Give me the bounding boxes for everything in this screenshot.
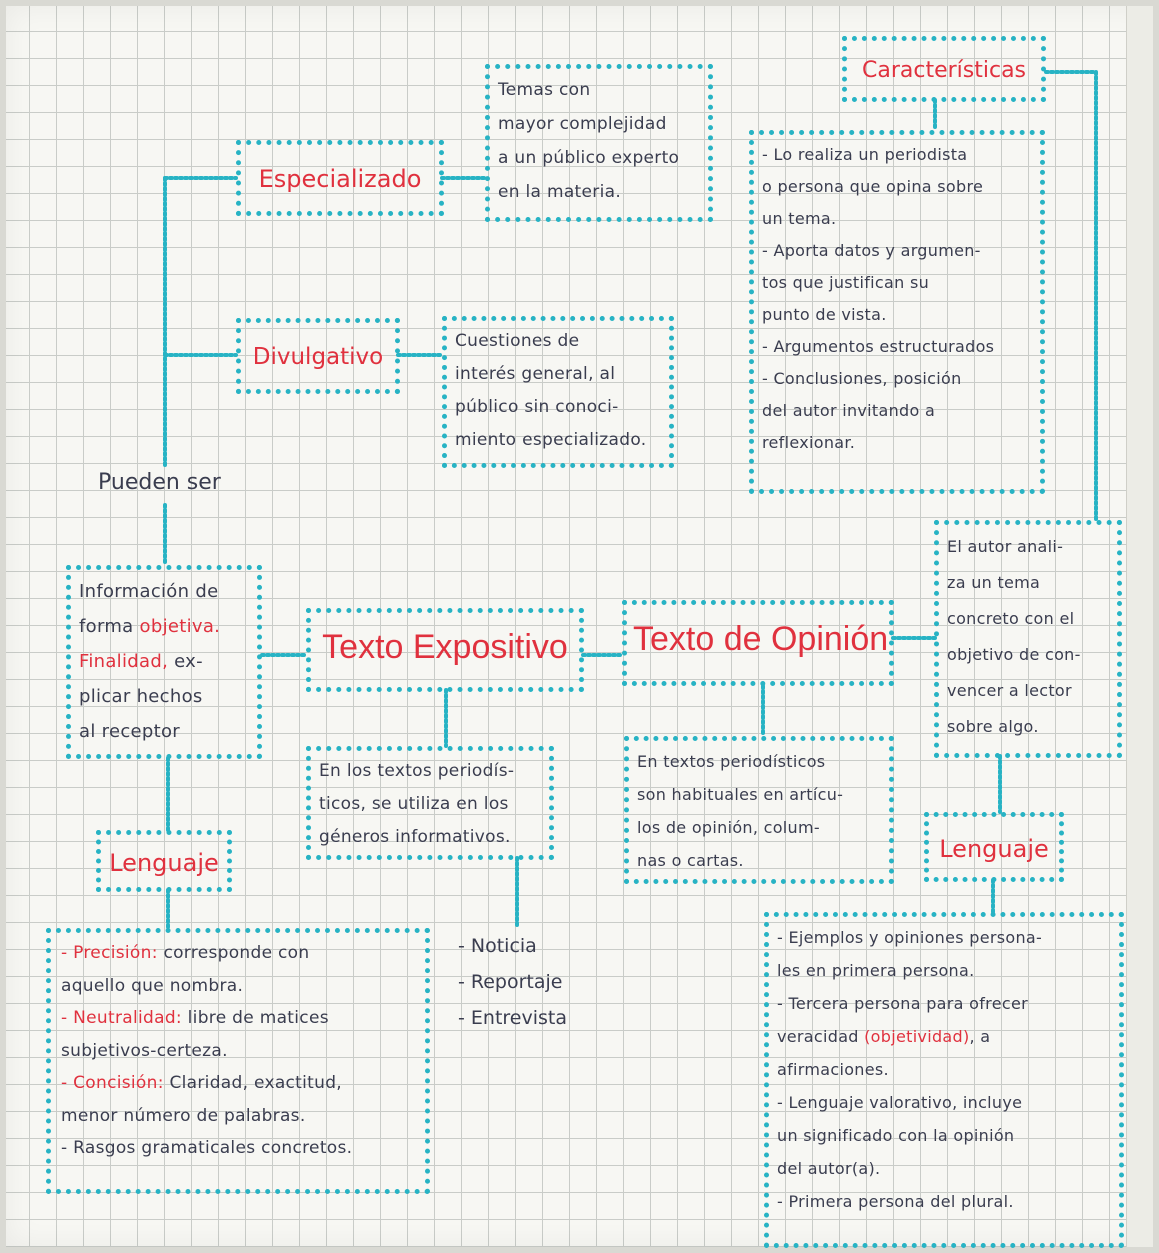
texto-opinion-title: Texto de Opinión	[633, 620, 889, 658]
genero-item: - Noticia	[458, 935, 537, 957]
especializado-desc-line: a un público experto	[498, 148, 680, 168]
divulgativo-label: Divulgativo	[252, 344, 384, 370]
caracteristica-line: reflexionar.	[762, 433, 856, 452]
lenguaje-right-line: un significado con la opinión	[777, 1126, 1015, 1145]
opinion-periodisticos-line: son habituales en artícu-	[637, 785, 844, 804]
lenguaje-left-label: Lenguaje	[109, 849, 219, 877]
lenguaje-left-item: - Precisión: corresponde con	[61, 937, 415, 970]
divulgativo-desc-line: miento especializado.	[455, 430, 647, 450]
lenguaje-right-line: - Ejemplos y opiniones persona-	[777, 928, 1043, 947]
lenguaje-left-item: subjetivos-certeza.	[61, 1040, 228, 1061]
neutralidad-text: libre de matices	[187, 1008, 329, 1028]
lenguaje-left-item: - Rasgos gramaticales concretos.	[61, 1138, 353, 1158]
lenguaje-right-line: - Lenguaje valorativo, incluye	[777, 1093, 1023, 1112]
concision-text: Claridad, exactitud,	[169, 1073, 343, 1093]
pueden-ser-label: Pueden ser	[98, 470, 221, 495]
opinion-periodisticos-box: En textos periodísticos son habituales e…	[624, 736, 894, 884]
especializado-desc-line: mayor complejidad	[498, 114, 667, 134]
expositivo-periodisticos-line: ticos, se utiliza en los	[319, 794, 509, 814]
divulgativo-desc-box: Cuestiones de interés general, al públic…	[442, 316, 674, 468]
lenguaje-right-box: Lenguaje	[924, 812, 1064, 882]
precision-term: - Precisión:	[61, 943, 158, 963]
caracteristica-line: un tema.	[762, 209, 837, 228]
opinion-periodisticos-line: los de opinión, colum-	[637, 818, 820, 837]
caracteristicas-list-box: - Lo realiza un periodista o persona que…	[749, 130, 1045, 494]
notebook-edge	[1126, 6, 1153, 1247]
opinion-periodisticos-line: En textos periodísticos	[637, 752, 826, 771]
finalidad-highlight: Finalidad,	[79, 651, 169, 672]
objetividad-highlight: (objetividad)	[864, 1027, 970, 1046]
lenguaje-right-list-box: - Ejemplos y opiniones persona- les en p…	[764, 912, 1124, 1248]
lenguaje-left-item: - Concisión: Claridad, exactitud,	[61, 1067, 415, 1100]
expositivo-info-box: Información de forma objetiva. Finalidad…	[66, 565, 262, 759]
connector-caract-right	[1044, 70, 1098, 522]
divulgativo-desc-line: interés general, al	[455, 364, 616, 384]
expositivo-info-line: Finalidad, ex-	[79, 651, 203, 672]
genero-item: - Entrevista	[458, 1007, 567, 1029]
lenguaje-right-label: Lenguaje	[939, 835, 1049, 863]
objetiva-highlight: objetiva.	[139, 616, 221, 637]
lenguaje-left-item: - Neutralidad: libre de matices	[61, 1002, 415, 1035]
opinion-def-line: za un tema	[947, 573, 1041, 592]
expositivo-periodisticos-box: En los textos periodís- ticos, se utiliz…	[306, 746, 554, 860]
opinion-def-box: El autor anali- za un tema concreto con …	[934, 520, 1122, 758]
opinion-def-line: vencer a lector	[947, 681, 1072, 700]
genero-item: - Reportaje	[458, 971, 563, 993]
texto-expositivo-title: Texto Expositivo	[322, 628, 568, 666]
expositivo-periodisticos-line: géneros informativos.	[319, 827, 511, 847]
opinion-periodisticos-line: nas o cartas.	[637, 851, 744, 870]
generos-informativos-list: - Noticia - Reportaje - Entrevista	[458, 928, 567, 1036]
especializado-box: Especializado	[236, 140, 444, 216]
expositivo-periodisticos-line: En los textos periodís-	[319, 761, 515, 781]
caracteristica-line: - Aporta datos y argumen-	[762, 241, 981, 260]
opinion-def-line: concreto con el	[947, 609, 1075, 628]
neutralidad-term: - Neutralidad:	[61, 1008, 182, 1028]
lenguaje-left-item: menor número de palabras.	[61, 1105, 306, 1126]
expositivo-info-line: Información de	[79, 581, 219, 602]
lenguaje-right-line: afirmaciones.	[777, 1060, 889, 1079]
caracteristica-line: del autor invitando a	[762, 401, 936, 420]
concision-term: - Concisión:	[61, 1073, 164, 1093]
texto-opinion-box: Texto de Opinión	[622, 600, 894, 686]
divulgativo-box: Divulgativo	[236, 318, 400, 394]
caracteristica-line: tos que justifican su	[762, 273, 930, 292]
lenguaje-right-line: les en primera persona.	[777, 961, 975, 980]
opinion-def-line: sobre algo.	[947, 717, 1039, 736]
precision-text: corresponde con	[163, 943, 310, 963]
expositivo-info-line: al receptor	[79, 721, 180, 742]
opinion-def-line: El autor anali-	[947, 537, 1064, 556]
texto-expositivo-box: Texto Expositivo	[306, 608, 584, 692]
opinion-def-line: objetivo de con-	[947, 645, 1081, 664]
caracteristica-line: - Lo realiza un periodista	[762, 145, 968, 164]
caracteristica-line: punto de vista.	[762, 305, 887, 324]
lenguaje-left-item: aquello que nombra.	[61, 975, 244, 996]
divulgativo-desc-line: público sin conoci-	[455, 397, 619, 417]
especializado-desc-box: Temas con mayor complejidad a un público…	[485, 64, 713, 222]
lenguaje-right-line: - Tercera persona para ofrecer	[777, 994, 1028, 1013]
expositivo-info-line: forma objetiva.	[79, 616, 221, 637]
lenguaje-left-box: Lenguaje	[96, 830, 232, 892]
caracteristicas-label: Características	[861, 58, 1027, 83]
expositivo-info-line: plicar hechos	[79, 686, 203, 707]
caracteristica-line: - Conclusiones, posición	[762, 369, 962, 388]
lenguaje-right-line: - Primera persona del plural.	[777, 1192, 1014, 1211]
especializado-desc-line: Temas con	[498, 80, 591, 100]
especializado-label: Especializado	[258, 165, 422, 193]
especializado-desc-line: en la materia.	[498, 182, 622, 202]
divulgativo-desc-line: Cuestiones de	[455, 331, 580, 351]
lenguaje-right-line: veracidad (objetividad), a	[777, 1027, 991, 1046]
caracteristicas-box: Características	[842, 36, 1046, 102]
lenguaje-right-line: del autor(a).	[777, 1159, 881, 1178]
caracteristica-line: o persona que opina sobre	[762, 177, 984, 196]
caracteristica-line: - Argumentos estructurados	[762, 337, 995, 356]
lenguaje-left-list-box: - Precisión: corresponde con aquello que…	[46, 928, 430, 1194]
